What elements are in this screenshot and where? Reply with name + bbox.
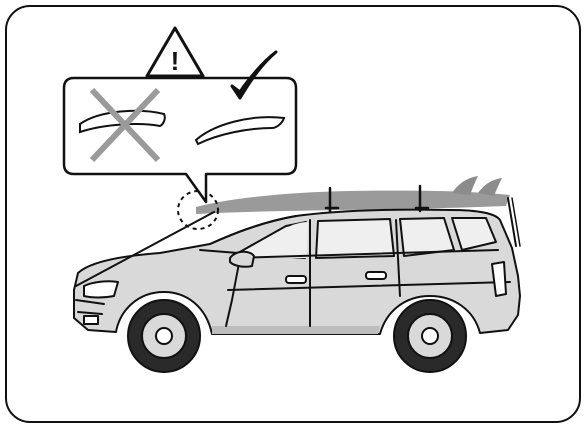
outer-border — [6, 6, 580, 422]
door-handle-rear — [366, 272, 386, 279]
rear-wheel — [394, 300, 466, 372]
window-rear-door — [316, 219, 394, 258]
door-handle-front — [286, 276, 306, 283]
window-rear-quarter — [400, 218, 454, 256]
side-mirror — [230, 252, 254, 267]
front-wheel — [128, 300, 200, 372]
headlight — [84, 281, 118, 297]
warning-symbol: ! — [171, 46, 180, 76]
